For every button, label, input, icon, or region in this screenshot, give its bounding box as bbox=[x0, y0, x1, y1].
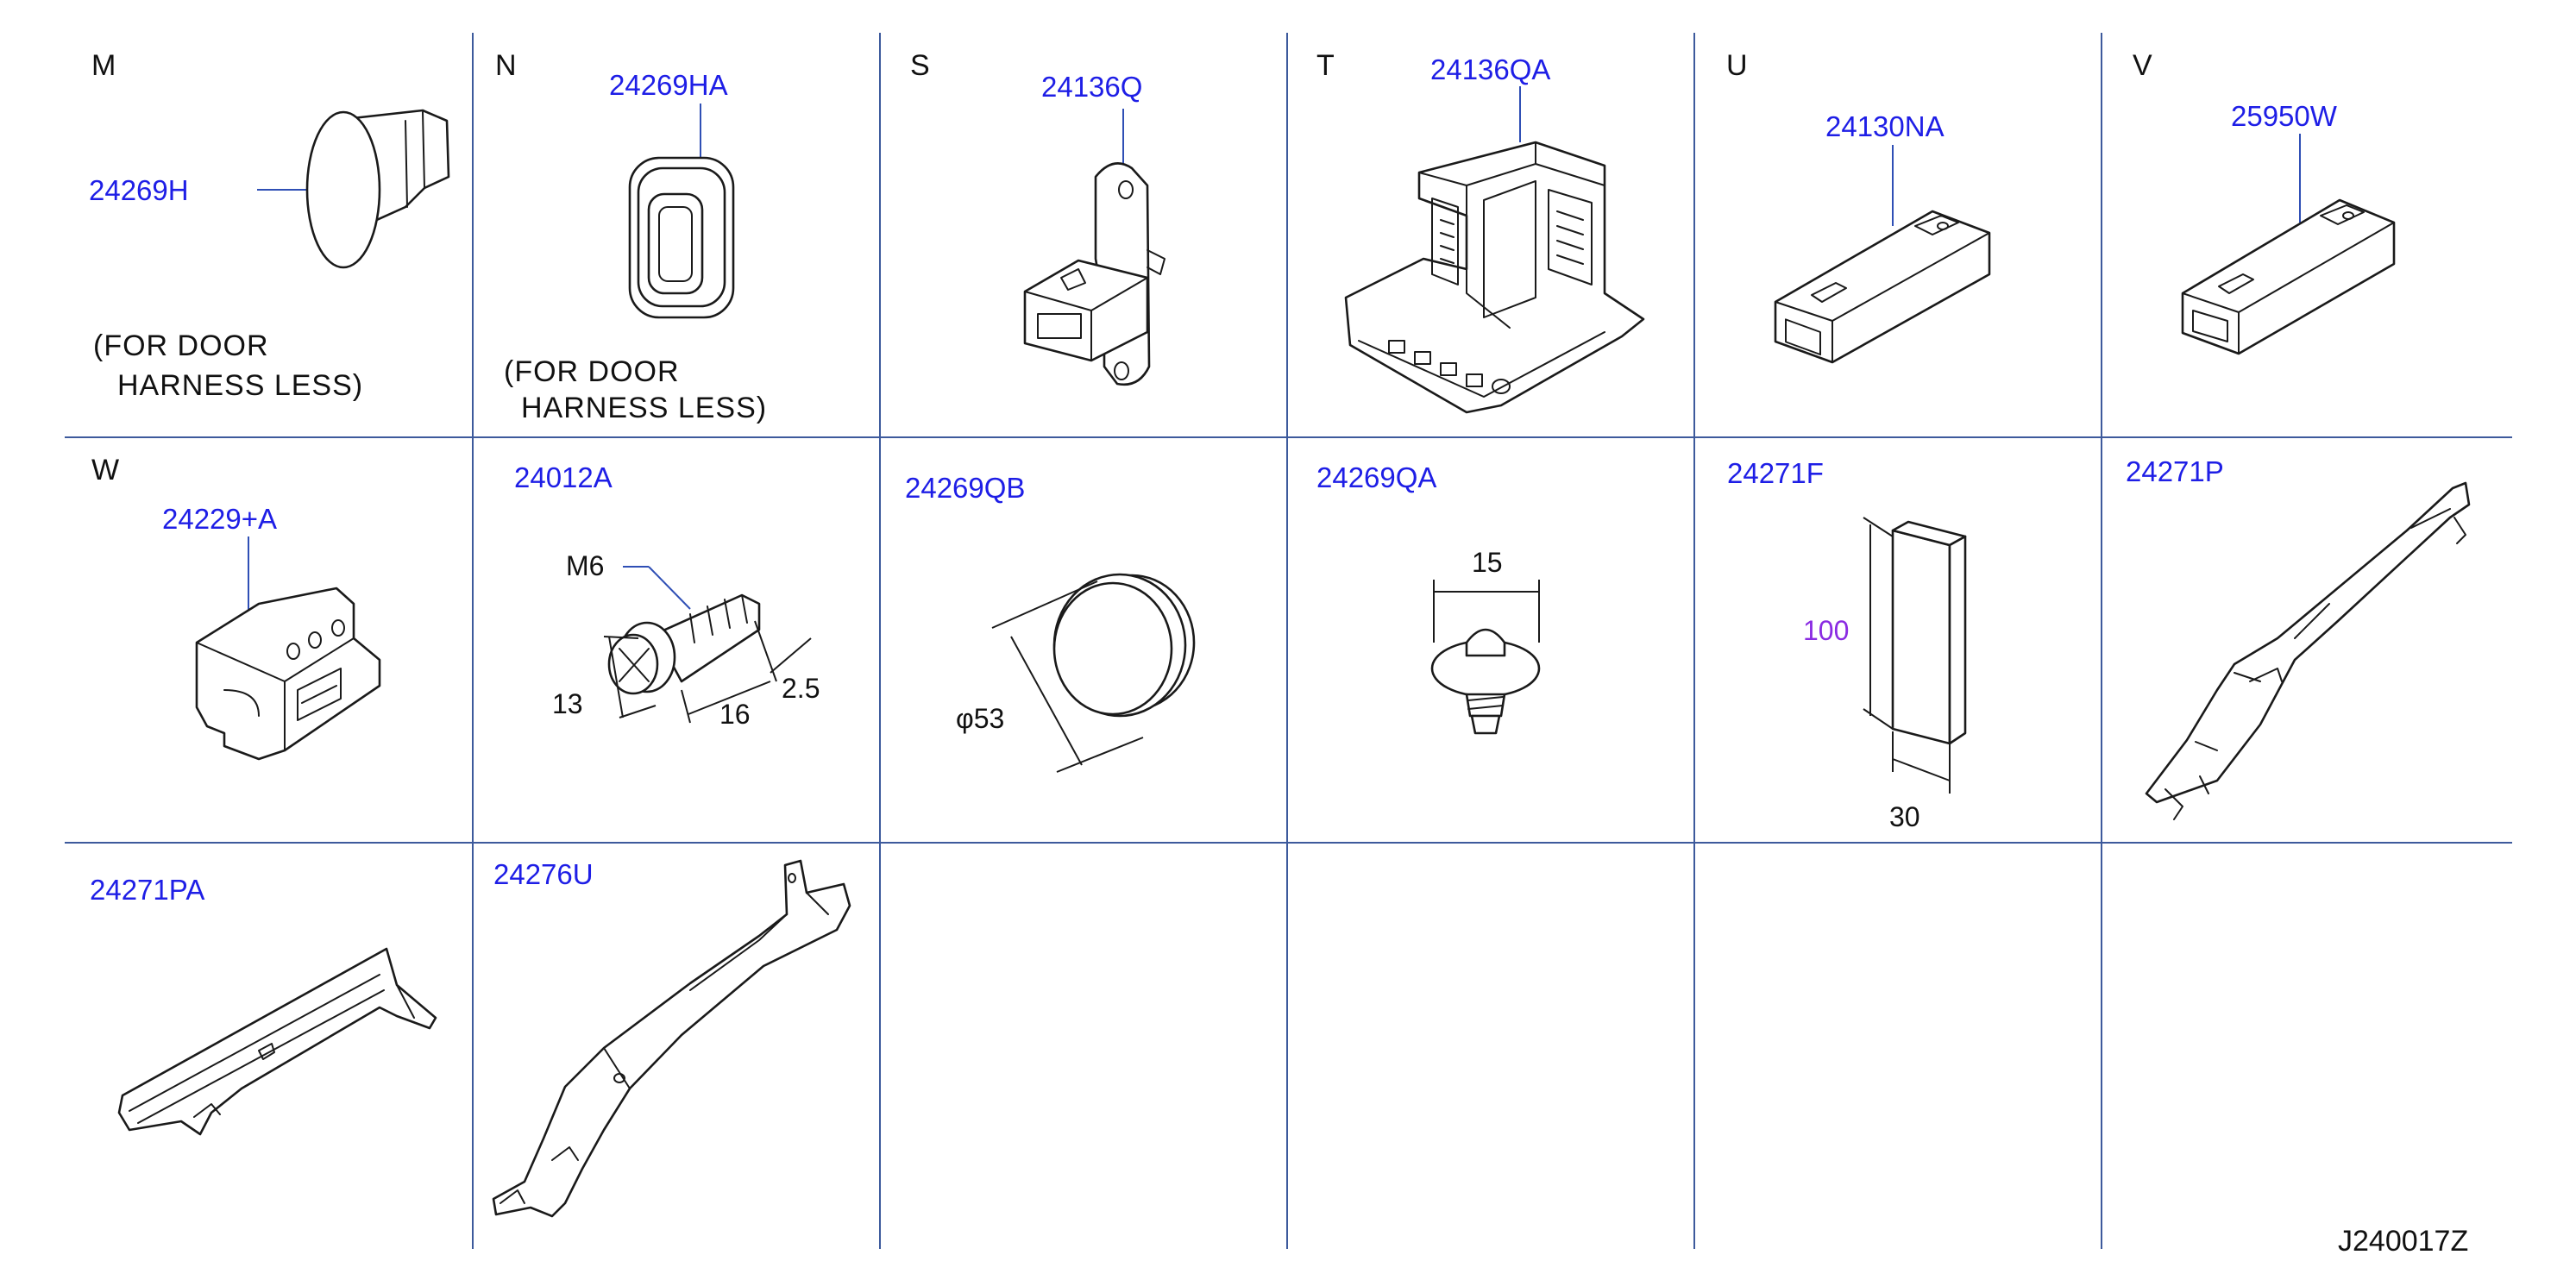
connector-v-drawing bbox=[2181, 198, 2396, 355]
connector-u-drawing bbox=[1774, 210, 1991, 364]
cell-protector-p: 24271P bbox=[2126, 455, 2471, 820]
note-n-line2: HARNESS LESS) bbox=[521, 392, 767, 424]
part-number-24136qa[interactable]: 24136QA bbox=[1430, 53, 1550, 85]
part-number-24271pa[interactable]: 24271PA bbox=[90, 874, 204, 906]
part-number-24012a[interactable]: 24012A bbox=[514, 461, 613, 493]
cell-bolt: 24012A M6 13 16 2.5 bbox=[514, 461, 820, 730]
grommet-m-drawing bbox=[305, 109, 450, 269]
dim-pitch-2-5: 2.5 bbox=[782, 673, 820, 704]
bolt-drawing bbox=[607, 593, 761, 695]
grommet-n-drawing bbox=[628, 156, 735, 319]
cell-u: U 24130NA bbox=[1726, 49, 1991, 364]
holder-t-drawing bbox=[1344, 141, 1645, 414]
grommet-diameter: φ53 bbox=[956, 703, 1004, 734]
grommet-qb-drawing bbox=[1052, 573, 1196, 718]
clip-width-15: 15 bbox=[1472, 547, 1503, 578]
pad-height-100: 100 bbox=[1803, 615, 1849, 646]
cell-letter-v: V bbox=[2133, 49, 2152, 82]
part-number-24269ha[interactable]: 24269HA bbox=[609, 69, 728, 101]
cell-letter-n: N bbox=[495, 49, 517, 82]
part-number-24269h[interactable]: 24269H bbox=[89, 174, 189, 206]
cell-letter-u: U bbox=[1726, 49, 1748, 82]
clip-drawing bbox=[1430, 628, 1541, 735]
thread-size-label: M6 bbox=[566, 550, 604, 581]
bracket-s-drawing bbox=[1023, 162, 1165, 386]
part-number-24269qb[interactable]: 24269QB bbox=[905, 472, 1025, 504]
cell-grommet: 24269QB φ53 bbox=[905, 472, 1196, 773]
cell-w: W 24229+A bbox=[91, 454, 381, 761]
cell-v: V 25950W bbox=[2133, 49, 2396, 355]
part-number-24276u[interactable]: 24276U bbox=[493, 858, 594, 890]
dim-length-16: 16 bbox=[719, 699, 751, 730]
part-number-24136q[interactable]: 24136Q bbox=[1041, 71, 1142, 103]
note-m-line2: HARNESS LESS) bbox=[117, 369, 363, 402]
diagram-code: J240017Z bbox=[2338, 1225, 2468, 1258]
pad-width-30: 30 bbox=[1889, 801, 1920, 832]
cell-t: T 24136QA bbox=[1316, 49, 1645, 414]
protector-pa-drawing bbox=[117, 947, 437, 1136]
part-number-24130na[interactable]: 24130NA bbox=[1825, 110, 1945, 142]
pad-drawing bbox=[1891, 520, 1967, 745]
note-m-line1: (FOR DOOR bbox=[93, 329, 269, 362]
grid bbox=[65, 33, 2512, 1249]
cell-letter-s: S bbox=[910, 49, 930, 82]
protector-u-drawing bbox=[492, 859, 851, 1218]
dim-head-13: 13 bbox=[552, 688, 583, 719]
cell-pad: 24271F 100 30 bbox=[1727, 457, 1967, 832]
cell-m: M 24269H (FOR DOOR HARNESS LESS) bbox=[89, 49, 450, 402]
cell-s: S 24136Q bbox=[910, 49, 1165, 386]
cell-protector-u: 24276U bbox=[492, 858, 851, 1218]
cell-letter-t: T bbox=[1316, 49, 1335, 82]
cell-letter-m: M bbox=[91, 49, 116, 82]
part-number-24229a[interactable]: 24229+A bbox=[162, 503, 277, 535]
part-number-25950w[interactable]: 25950W bbox=[2231, 100, 2338, 132]
part-number-24269qa[interactable]: 24269QA bbox=[1316, 461, 1436, 493]
cell-clip: 24269QA 15 bbox=[1316, 461, 1541, 735]
note-n-line1: (FOR DOOR bbox=[504, 355, 680, 388]
cell-protector-pa: 24271PA bbox=[90, 874, 437, 1136]
part-number-24271f[interactable]: 24271F bbox=[1727, 457, 1824, 489]
part-number-24271p[interactable]: 24271P bbox=[2126, 455, 2224, 487]
cell-n: N 24269HA (FOR DOOR HARNESS LESS) bbox=[495, 49, 767, 424]
cell-letter-w: W bbox=[91, 454, 119, 486]
protector-p-drawing bbox=[2145, 481, 2471, 820]
bracket-w-drawing bbox=[195, 587, 381, 761]
